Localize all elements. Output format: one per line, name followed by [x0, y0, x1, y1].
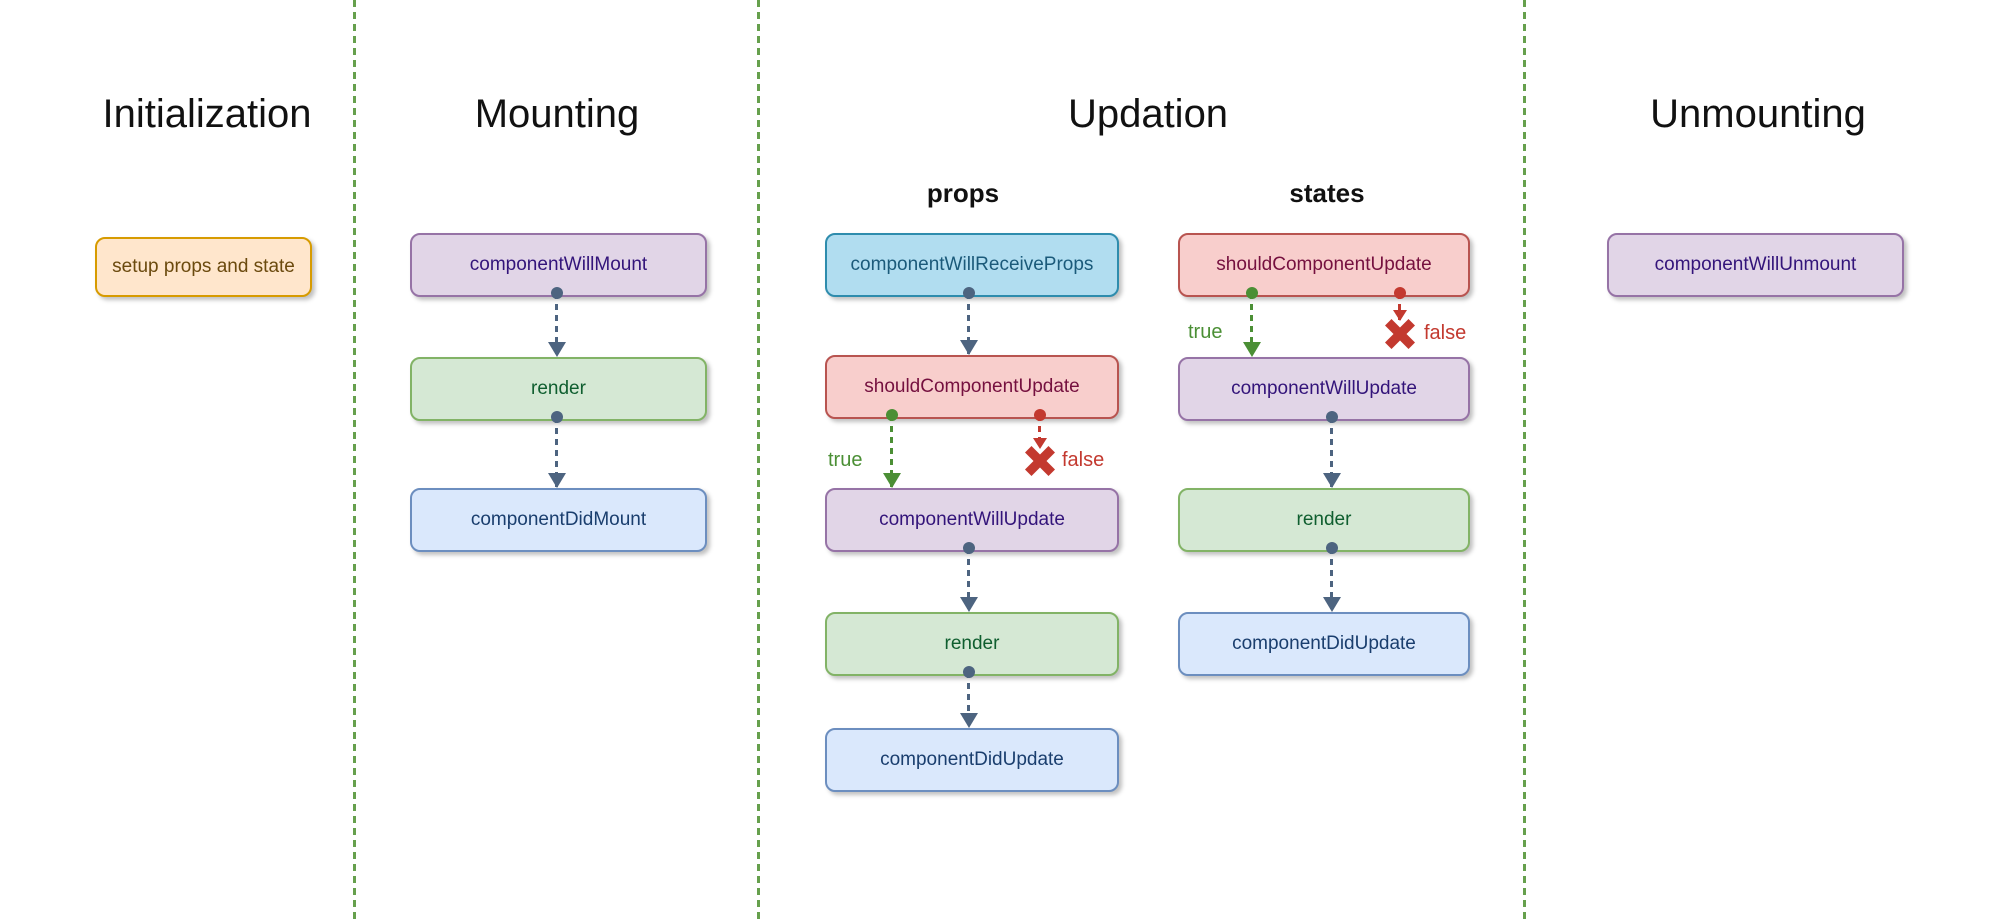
node-component-did-mount: componentDidMount: [410, 488, 707, 552]
flow-arrow: [547, 287, 566, 357]
flow-arrow: [959, 287, 978, 355]
node-component-did-update-props: componentDidUpdate: [825, 728, 1119, 792]
column-title-props: props: [926, 178, 1000, 208]
section-divider: [353, 0, 356, 924]
flow-arrow: [1322, 542, 1341, 612]
flow-arrow: [959, 542, 978, 612]
true-label: true: [828, 449, 863, 471]
section-divider: [757, 0, 760, 924]
true-arrow: [882, 409, 901, 488]
flow-arrow: [1322, 411, 1341, 488]
true-label: true: [1188, 321, 1223, 343]
node-component-will-unmount: componentWillUnmount: [1607, 233, 1904, 297]
false-label: false: [1424, 322, 1467, 344]
node-render-props: render: [825, 612, 1119, 676]
flow-arrow: [959, 666, 978, 728]
node-setup-props-and-state: setup props and state: [95, 237, 312, 297]
section-divider: [1523, 0, 1526, 924]
node-render-states: render: [1178, 488, 1470, 552]
column-title-states: states: [1289, 178, 1365, 208]
section-title-initialization: Initialization: [102, 92, 312, 136]
section-title-updation: Updation: [1067, 92, 1229, 136]
false-x-icon: [1385, 319, 1415, 349]
section-title-unmounting: Unmounting: [1650, 92, 1866, 136]
false-label: false: [1062, 449, 1105, 471]
flow-arrow: [547, 411, 566, 488]
node-should-component-update-states: shouldComponentUpdate: [1178, 233, 1470, 297]
false-arrow: [1032, 409, 1047, 449]
false-x-icon: [1025, 446, 1055, 476]
section-title-mounting: Mounting: [474, 92, 640, 136]
node-component-will-mount: componentWillMount: [410, 233, 707, 297]
false-arrow: [1392, 287, 1407, 321]
true-arrow: [1242, 287, 1261, 357]
node-component-did-update-states: componentDidUpdate: [1178, 612, 1470, 676]
node-component-will-update-states: componentWillUpdate: [1178, 357, 1470, 421]
node-component-will-receive-props: componentWillReceiveProps: [825, 233, 1119, 297]
node-should-component-update-props: shouldComponentUpdate: [825, 355, 1119, 419]
